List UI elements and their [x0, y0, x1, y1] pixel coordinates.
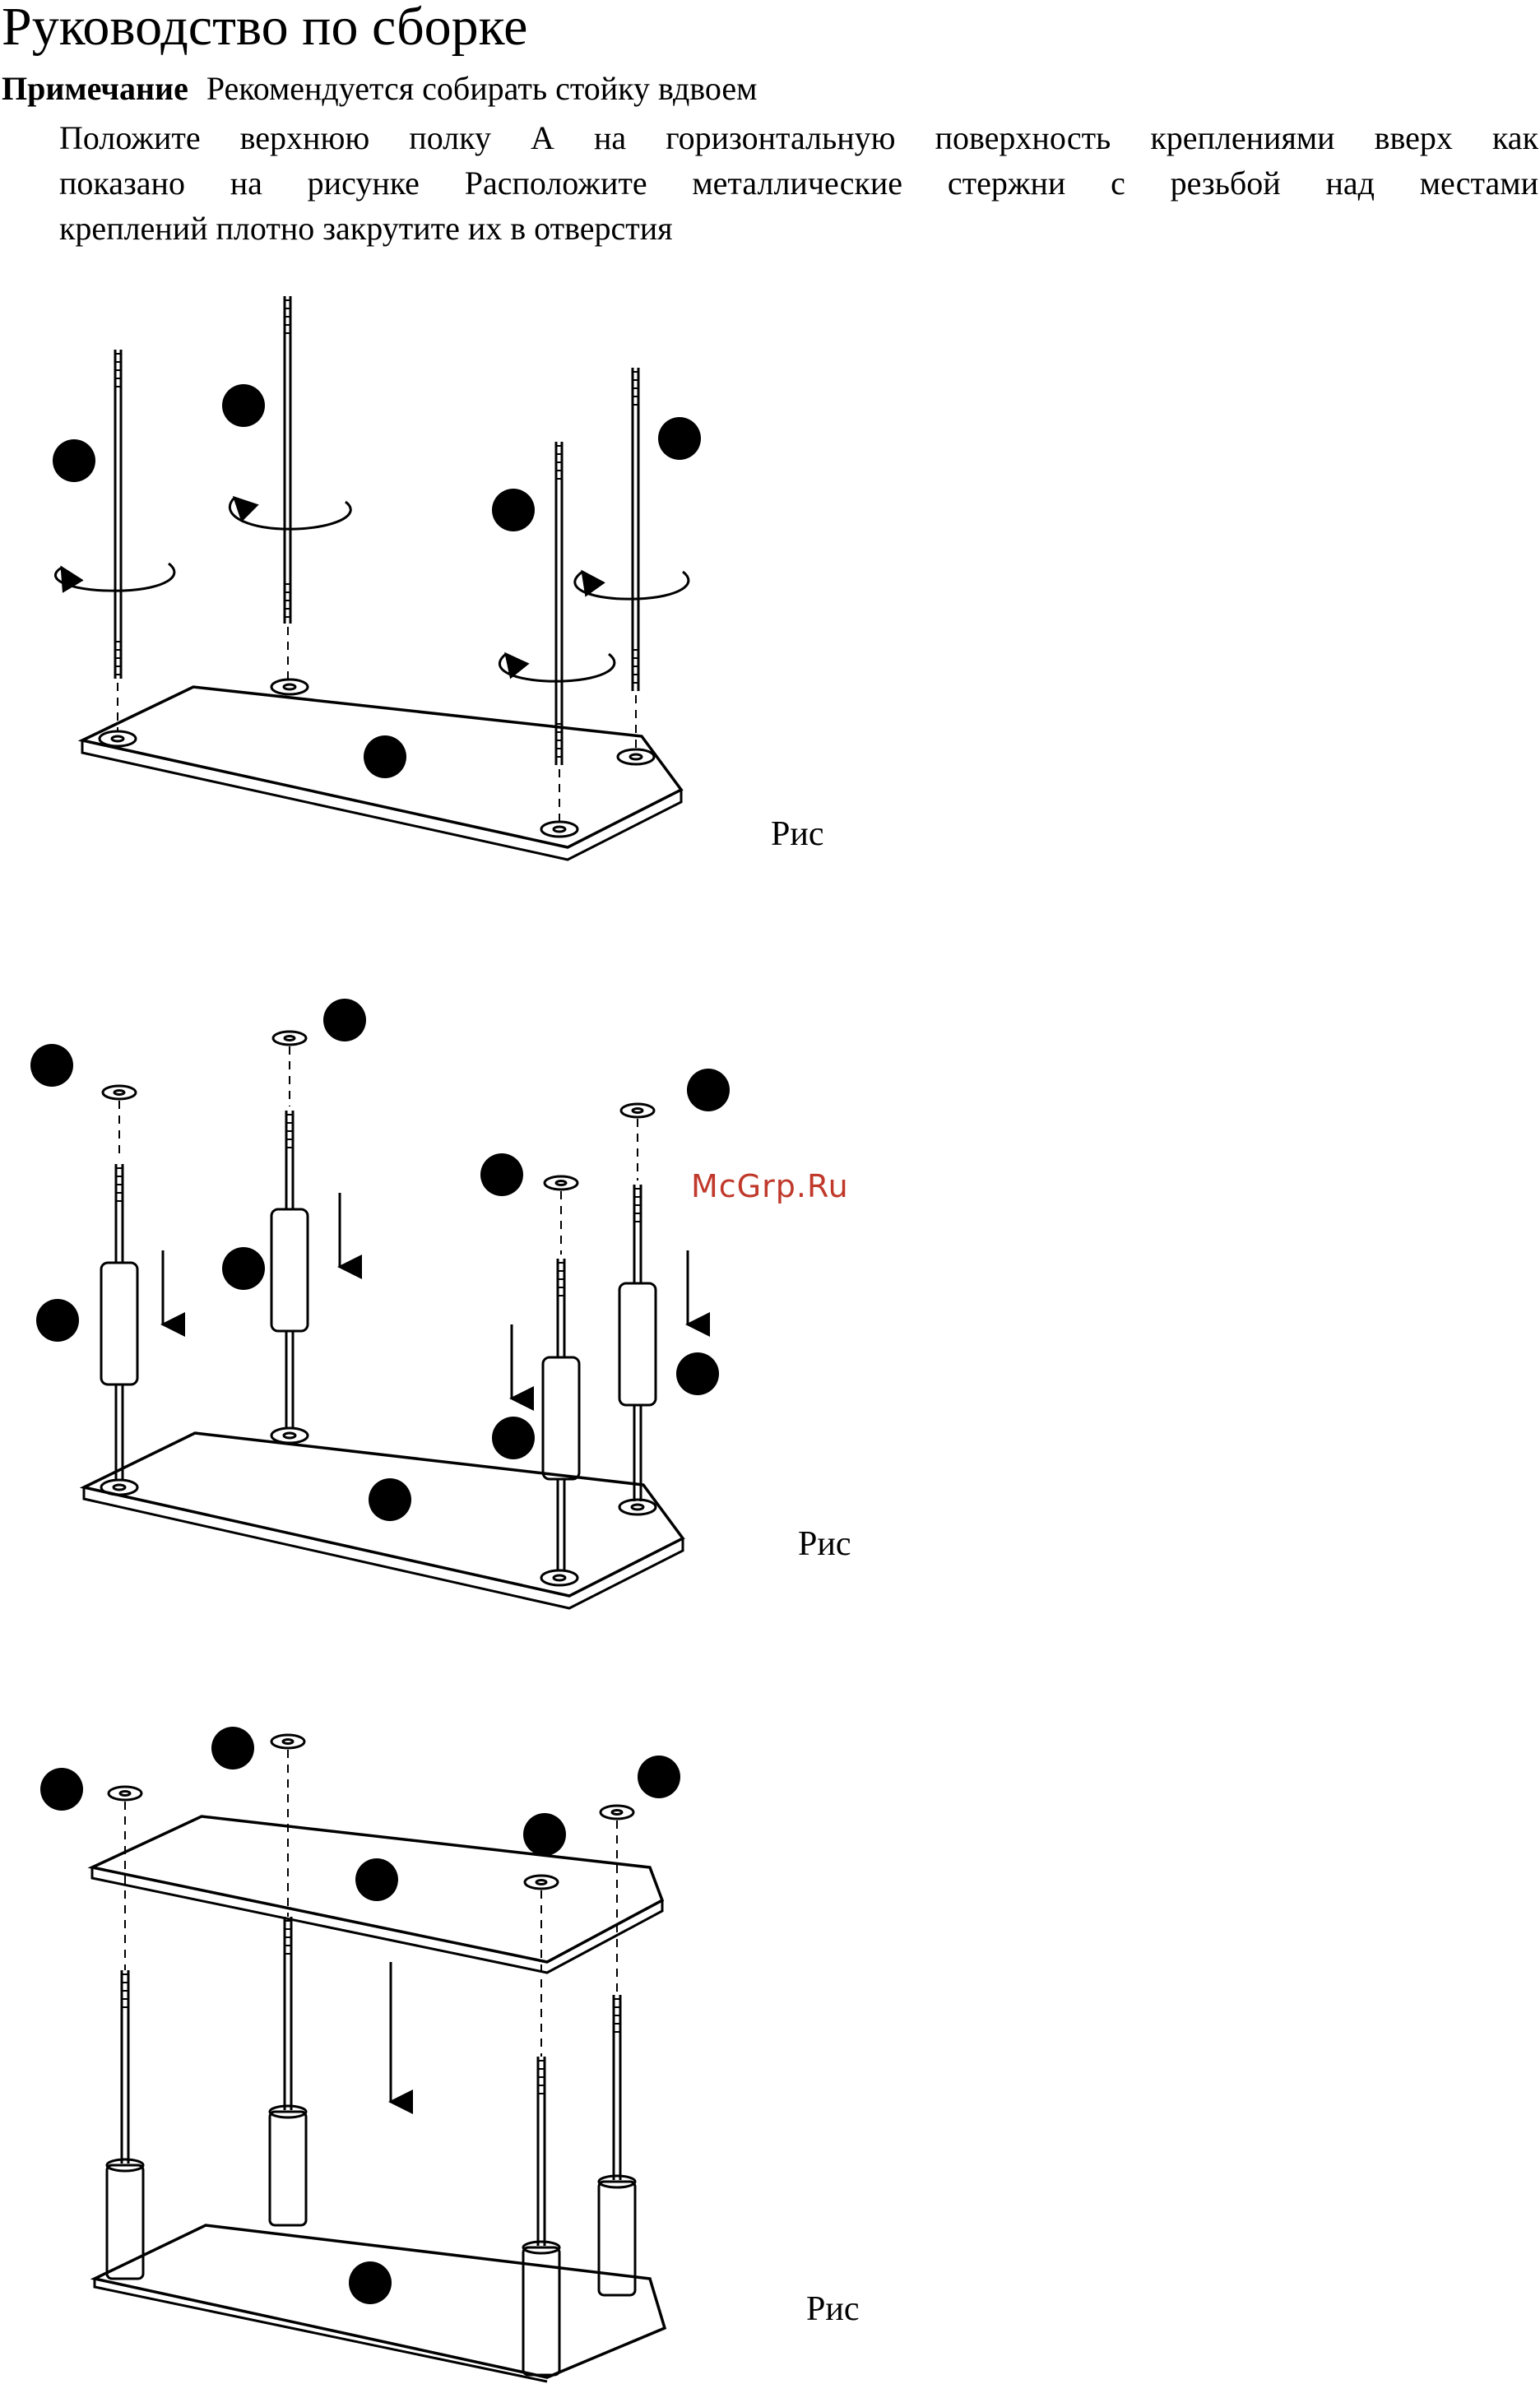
figure-3-diagram [40, 1727, 680, 2382]
figure-2-caption: Рис [798, 1524, 851, 1564]
spacer-tube [101, 1263, 137, 1384]
figure-3-caption: Рис [806, 2289, 859, 2329]
rod-with-spacer [101, 1086, 137, 1481]
socket [618, 749, 654, 764]
socket [100, 731, 136, 746]
watermark: McGrp.Ru [691, 1168, 849, 1204]
spacer-tube [270, 2112, 306, 2225]
spacer-tube [599, 2182, 635, 2295]
figure-1-caption: Рис [771, 814, 823, 854]
callout-markers [40, 1727, 680, 2304]
spacer-tube [107, 2165, 143, 2279]
cap-nut [525, 1876, 558, 1889]
rod-with-spacer [270, 1917, 306, 2225]
rod-with-spacer [599, 1995, 635, 2295]
callout-markers [30, 999, 730, 1521]
rod-with-spacer [523, 2057, 559, 2375]
threaded-rod [285, 296, 290, 681]
callout-markers [53, 384, 701, 778]
rod-with-spacer [107, 1970, 143, 2279]
figure-2-diagram [30, 999, 730, 1608]
cap-nut [621, 1104, 654, 1117]
spacer-tube [619, 1283, 656, 1405]
cap-nut [273, 1032, 306, 1045]
rod-with-spacer [271, 1032, 308, 1429]
threaded-rod [556, 442, 562, 823]
socket [271, 679, 308, 694]
threaded-rod [115, 350, 121, 732]
cap-nut [545, 1176, 578, 1190]
rod-with-spacer [543, 1176, 579, 1571]
figure-1-diagram [53, 296, 701, 860]
threaded-rod [633, 368, 638, 749]
cap-nut [109, 1787, 141, 1800]
spacer-tube [271, 1209, 308, 1331]
cap-nut [601, 1806, 633, 1819]
cap-nut [103, 1086, 136, 1099]
cap-nut [271, 1735, 304, 1748]
socket [541, 822, 578, 837]
rod-with-spacer [619, 1104, 656, 1501]
spacer-tube [543, 1357, 579, 1479]
